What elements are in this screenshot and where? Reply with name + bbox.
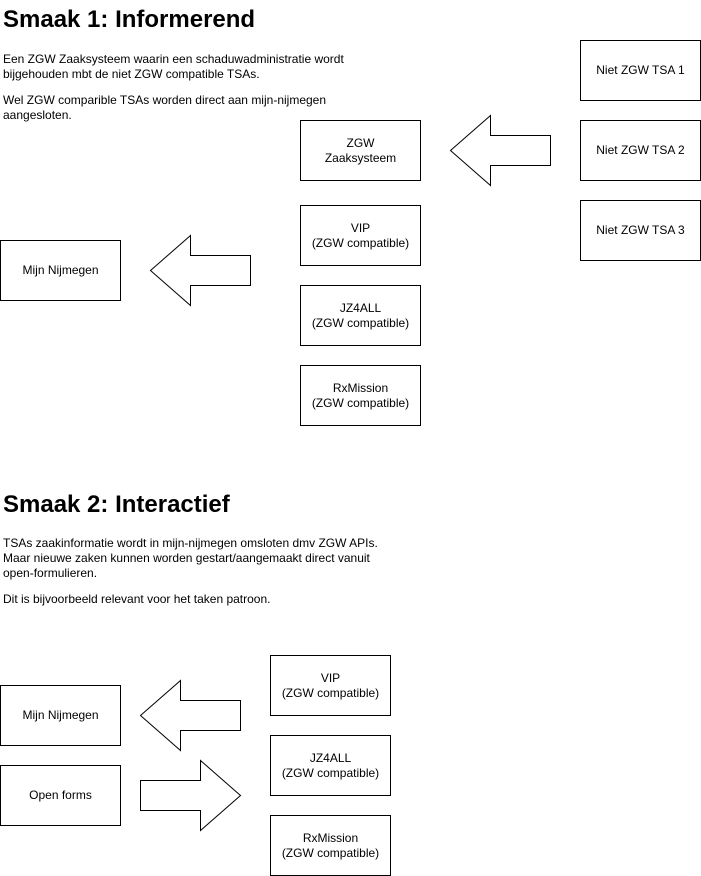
mijn-nijmegen-box[interactable]: Mijn Nijmegen <box>0 240 121 301</box>
niet-zgw-tsa-2-box[interactable]: Niet ZGW TSA 2 <box>580 120 701 181</box>
section1-description: Een ZGW Zaaksysteem waarin een schaduwad… <box>3 52 344 81</box>
arrow-tsa-to-zaaksysteem <box>449 114 551 187</box>
jz4all-box[interactable]: JZ4ALL (ZGW compatible) <box>300 285 421 346</box>
s2-rxmission-box[interactable]: RxMission (ZGW compatible) <box>270 815 391 876</box>
zgw-zaaksysteem-box[interactable]: ZGW Zaaksysteem <box>300 120 421 181</box>
s2-mijn-nijmegen-box[interactable]: Mijn Nijmegen <box>0 685 121 746</box>
s2-vip-box[interactable]: VIP (ZGW compatible) <box>270 655 391 716</box>
rxmission-box[interactable]: RxMission (ZGW compatible) <box>300 365 421 426</box>
section2-note: Dit is bijvoorbeeld relevant voor het ta… <box>3 592 271 606</box>
section2-title: Smaak 2: Interactief <box>3 491 230 518</box>
arrow-open-forms-to-tsas <box>140 759 242 832</box>
vip-box[interactable]: VIP (ZGW compatible) <box>300 205 421 266</box>
arrow-to-mijn-nijmegen <box>149 234 251 307</box>
section1-note: Wel ZGW comparible TSAs worden direct aa… <box>3 93 327 122</box>
section1-title: Smaak 1: Informerend <box>3 6 256 33</box>
section2-description: TSAs zaakinformatie wordt in mijn-nijmeg… <box>3 536 378 580</box>
arrow-s2-to-mijn-nijmegen <box>139 679 241 752</box>
niet-zgw-tsa-3-box[interactable]: Niet ZGW TSA 3 <box>580 200 701 261</box>
s2-jz4all-box[interactable]: JZ4ALL (ZGW compatible) <box>270 735 391 796</box>
open-forms-box[interactable]: Open forms <box>0 765 121 826</box>
